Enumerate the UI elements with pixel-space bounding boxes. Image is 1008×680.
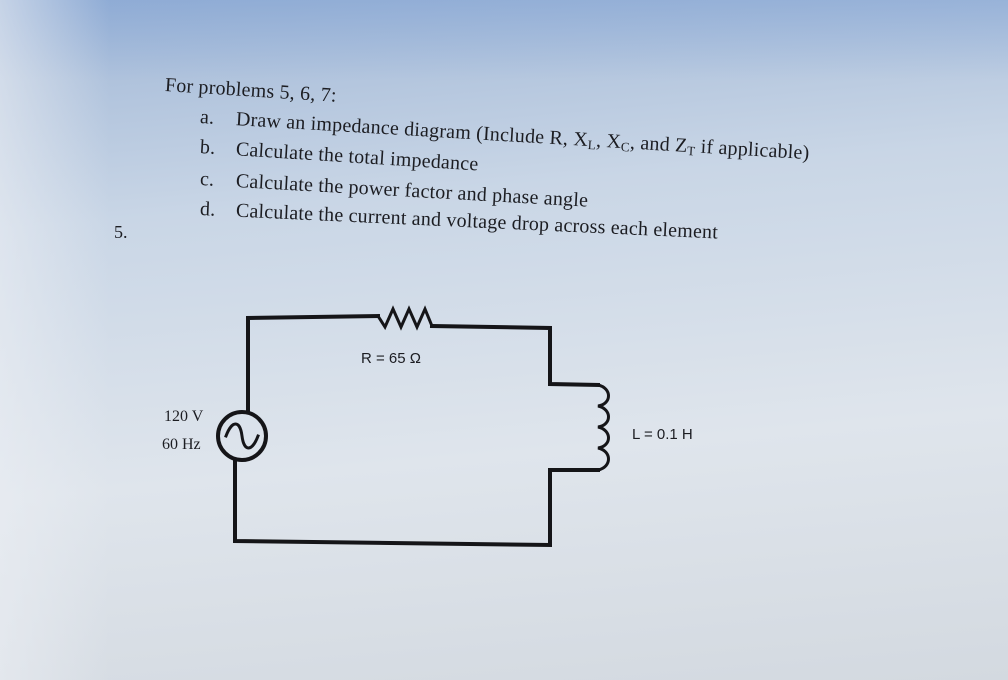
sine-wave-icon [224, 422, 260, 450]
source-voltage-label: 120 V [164, 408, 204, 425]
problem-number: 5. [114, 222, 128, 242]
background-shade-left [0, 0, 110, 680]
wire-top-right [429, 323, 601, 388]
wire-bottom [233, 460, 600, 548]
resistor-symbol [375, 305, 434, 331]
background-shade-top [0, 0, 1008, 80]
resistor-label: R = 65 Ω [361, 350, 421, 367]
wire-top-left [246, 313, 381, 412]
inductor-symbol [596, 383, 610, 472]
source-frequency-label: 60 Hz [162, 436, 201, 453]
inductor-label: L = 0.1 H [632, 426, 693, 443]
ac-source-symbol [216, 410, 268, 462]
